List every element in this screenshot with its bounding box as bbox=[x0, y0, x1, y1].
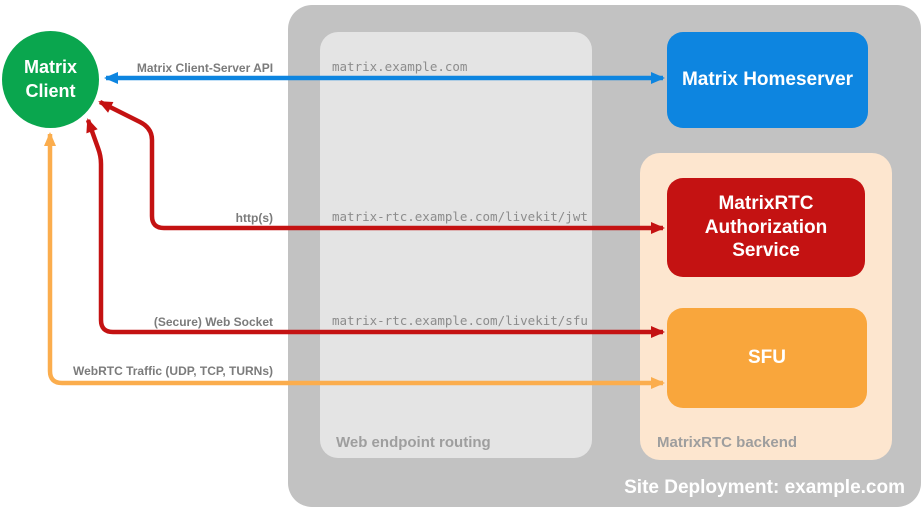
matrix-homeserver-node: Matrix Homeserver bbox=[667, 32, 868, 128]
sfu-node: SFU bbox=[667, 308, 867, 408]
matrix-client-label: Matrix Client bbox=[23, 57, 77, 101]
web-endpoint-routing-label: Web endpoint routing bbox=[336, 434, 491, 451]
edge-label-web-socket: (Secure) Web Socket bbox=[153, 315, 273, 329]
matrix-homeserver-label: Matrix Homeserver bbox=[681, 69, 854, 91]
web-endpoint-routing-container bbox=[320, 32, 592, 458]
matrixrtc-auth-service-label: MatrixRTC Authorization Service bbox=[704, 192, 828, 262]
url-matrix-example-com: matrix.example.com bbox=[332, 59, 468, 74]
edge-label-client-server-api: Matrix Client-Server API bbox=[136, 61, 274, 75]
url-livekit-jwt: matrix-rtc.example.com/livekit/jwt bbox=[332, 209, 588, 224]
matrix-client-node: Matrix Client bbox=[2, 31, 99, 128]
url-livekit-sfu: matrix-rtc.example.com/livekit/sfu bbox=[332, 313, 588, 328]
edge-label-https: http(s) bbox=[235, 211, 273, 225]
matrixrtc-auth-service-node: MatrixRTC Authorization Service bbox=[667, 178, 865, 277]
sfu-label: SFU bbox=[748, 347, 786, 369]
site-deployment-title: Site Deployment: example.com bbox=[624, 477, 905, 498]
matrixrtc-backend-label: MatrixRTC backend bbox=[657, 434, 798, 451]
edge-label-webrtc-traffic: WebRTC Traffic (UDP, TCP, TURNs) bbox=[72, 364, 273, 378]
